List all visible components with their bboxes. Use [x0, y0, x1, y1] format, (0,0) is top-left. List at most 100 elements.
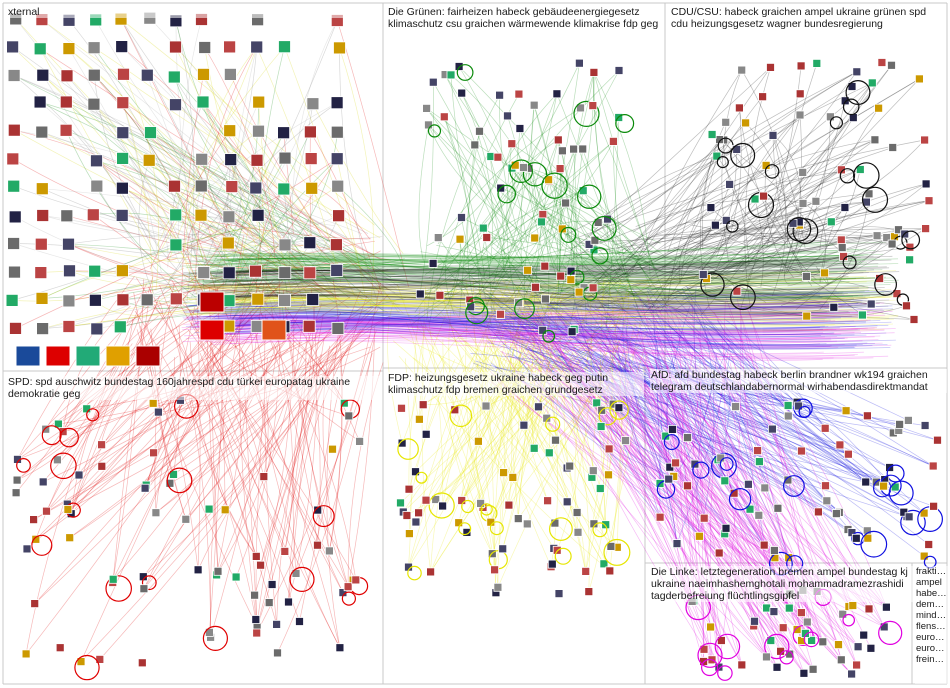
graph-node-linke	[802, 617, 812, 627]
graph-edge	[429, 274, 471, 301]
graph-edge	[549, 360, 568, 469]
graph-edge	[99, 327, 364, 660]
graph-node-external	[62, 42, 76, 55]
graph-edge	[68, 243, 247, 292]
graph-edge	[504, 325, 593, 478]
graph-edge	[666, 357, 676, 463]
graph-node-afd	[820, 423, 830, 433]
graph-node-cducsu	[920, 135, 929, 145]
graph-edge	[67, 315, 390, 510]
graph-edge	[147, 299, 337, 316]
graph-node-external	[278, 293, 292, 307]
graph-edge	[121, 46, 382, 295]
graph-edge	[213, 311, 887, 336]
graph-node-linke	[848, 601, 858, 610]
graph-edge	[186, 314, 868, 331]
graph-edge	[512, 284, 525, 426]
graph-node-fdp	[592, 398, 602, 408]
graph-edge	[96, 160, 400, 306]
graph-edge	[42, 188, 335, 227]
graph-node-cducsu	[864, 189, 874, 199]
graph-node-gruene	[428, 258, 438, 268]
graph-node-fdp	[543, 496, 552, 506]
graph-edge	[219, 294, 845, 328]
graph-edge	[408, 281, 536, 568]
graph-edge	[645, 302, 872, 308]
graph-node-afd	[822, 496, 832, 506]
graph-edge	[339, 47, 379, 303]
graph-edge	[518, 284, 630, 519]
graph-node-external	[330, 152, 344, 166]
graph-node-gruene	[578, 144, 588, 154]
graph-edge	[819, 193, 870, 310]
graph-edge	[608, 281, 622, 547]
graph-edge	[585, 321, 641, 572]
graph-edge	[214, 263, 879, 275]
graph-node-gruene	[478, 223, 488, 233]
graph-edge	[605, 117, 620, 330]
graph-edge	[239, 254, 869, 261]
graph-edge	[692, 378, 713, 660]
graph-edge	[208, 255, 896, 280]
graph-edge	[562, 380, 859, 647]
graph-node-spd	[273, 648, 282, 658]
graph-edge	[120, 308, 384, 328]
graph-node-spd	[139, 584, 149, 594]
graph-edge	[257, 215, 407, 286]
graph-edge	[766, 65, 802, 247]
graph-node-spd	[22, 544, 32, 554]
graph-edge	[225, 269, 877, 293]
graph-edge	[557, 348, 661, 484]
graph-edge	[573, 293, 894, 434]
graph-node-afd	[744, 479, 753, 489]
cluster-label-cducsu: CDU/CSU: habeck graichen ampel ukraine g…	[670, 6, 944, 30]
graph-node-spd	[82, 404, 92, 414]
graph-edge	[93, 47, 301, 272]
graph-edge	[420, 275, 546, 295]
graph-node-fdp	[534, 402, 543, 412]
graph-edge	[197, 255, 841, 300]
graph-edge	[202, 101, 340, 270]
graph-edge	[209, 280, 875, 293]
graph-edge	[149, 159, 310, 227]
graph-edge	[216, 303, 322, 576]
graph-node-spd	[29, 515, 39, 524]
graph-edge	[230, 159, 242, 239]
graph-node-ring	[714, 633, 741, 660]
graph-node-gruene	[557, 224, 567, 234]
graph-edge	[619, 219, 727, 267]
graph-edge	[190, 300, 863, 318]
graph-edge	[120, 18, 302, 257]
graph-node-ring	[839, 168, 856, 184]
graph-edge	[718, 369, 857, 666]
graph-node-cducsu	[837, 243, 847, 253]
graph-edge	[42, 75, 161, 248]
graph-edge	[493, 318, 789, 481]
graph-edge	[582, 148, 657, 271]
graph-node-logo	[135, 345, 161, 367]
graph-edge	[550, 332, 590, 592]
graph-node-fdp	[421, 429, 431, 439]
graph-node-external	[6, 152, 20, 166]
graph-edge	[425, 304, 444, 507]
graph-edge	[197, 257, 862, 266]
graph-node-ring	[615, 113, 635, 133]
graph-edge	[175, 214, 326, 263]
graph-edge	[403, 311, 617, 513]
graph-node-fdp	[411, 467, 420, 477]
graph-edge	[196, 253, 285, 276]
graph-node-logo	[261, 319, 287, 341]
graph-edge	[783, 100, 846, 277]
graph-node-afd	[933, 435, 942, 445]
graph-edge	[329, 278, 343, 551]
graph-node-external	[168, 179, 181, 193]
graph-node-external	[140, 68, 154, 82]
graph-edge	[504, 339, 885, 480]
graph-edge	[461, 300, 542, 501]
graph-edge	[122, 187, 192, 264]
graph-node-afd	[851, 533, 861, 543]
graph-edge	[209, 323, 219, 572]
graph-edge	[664, 320, 877, 483]
graph-edge	[212, 274, 880, 306]
graph-edge	[180, 260, 862, 267]
